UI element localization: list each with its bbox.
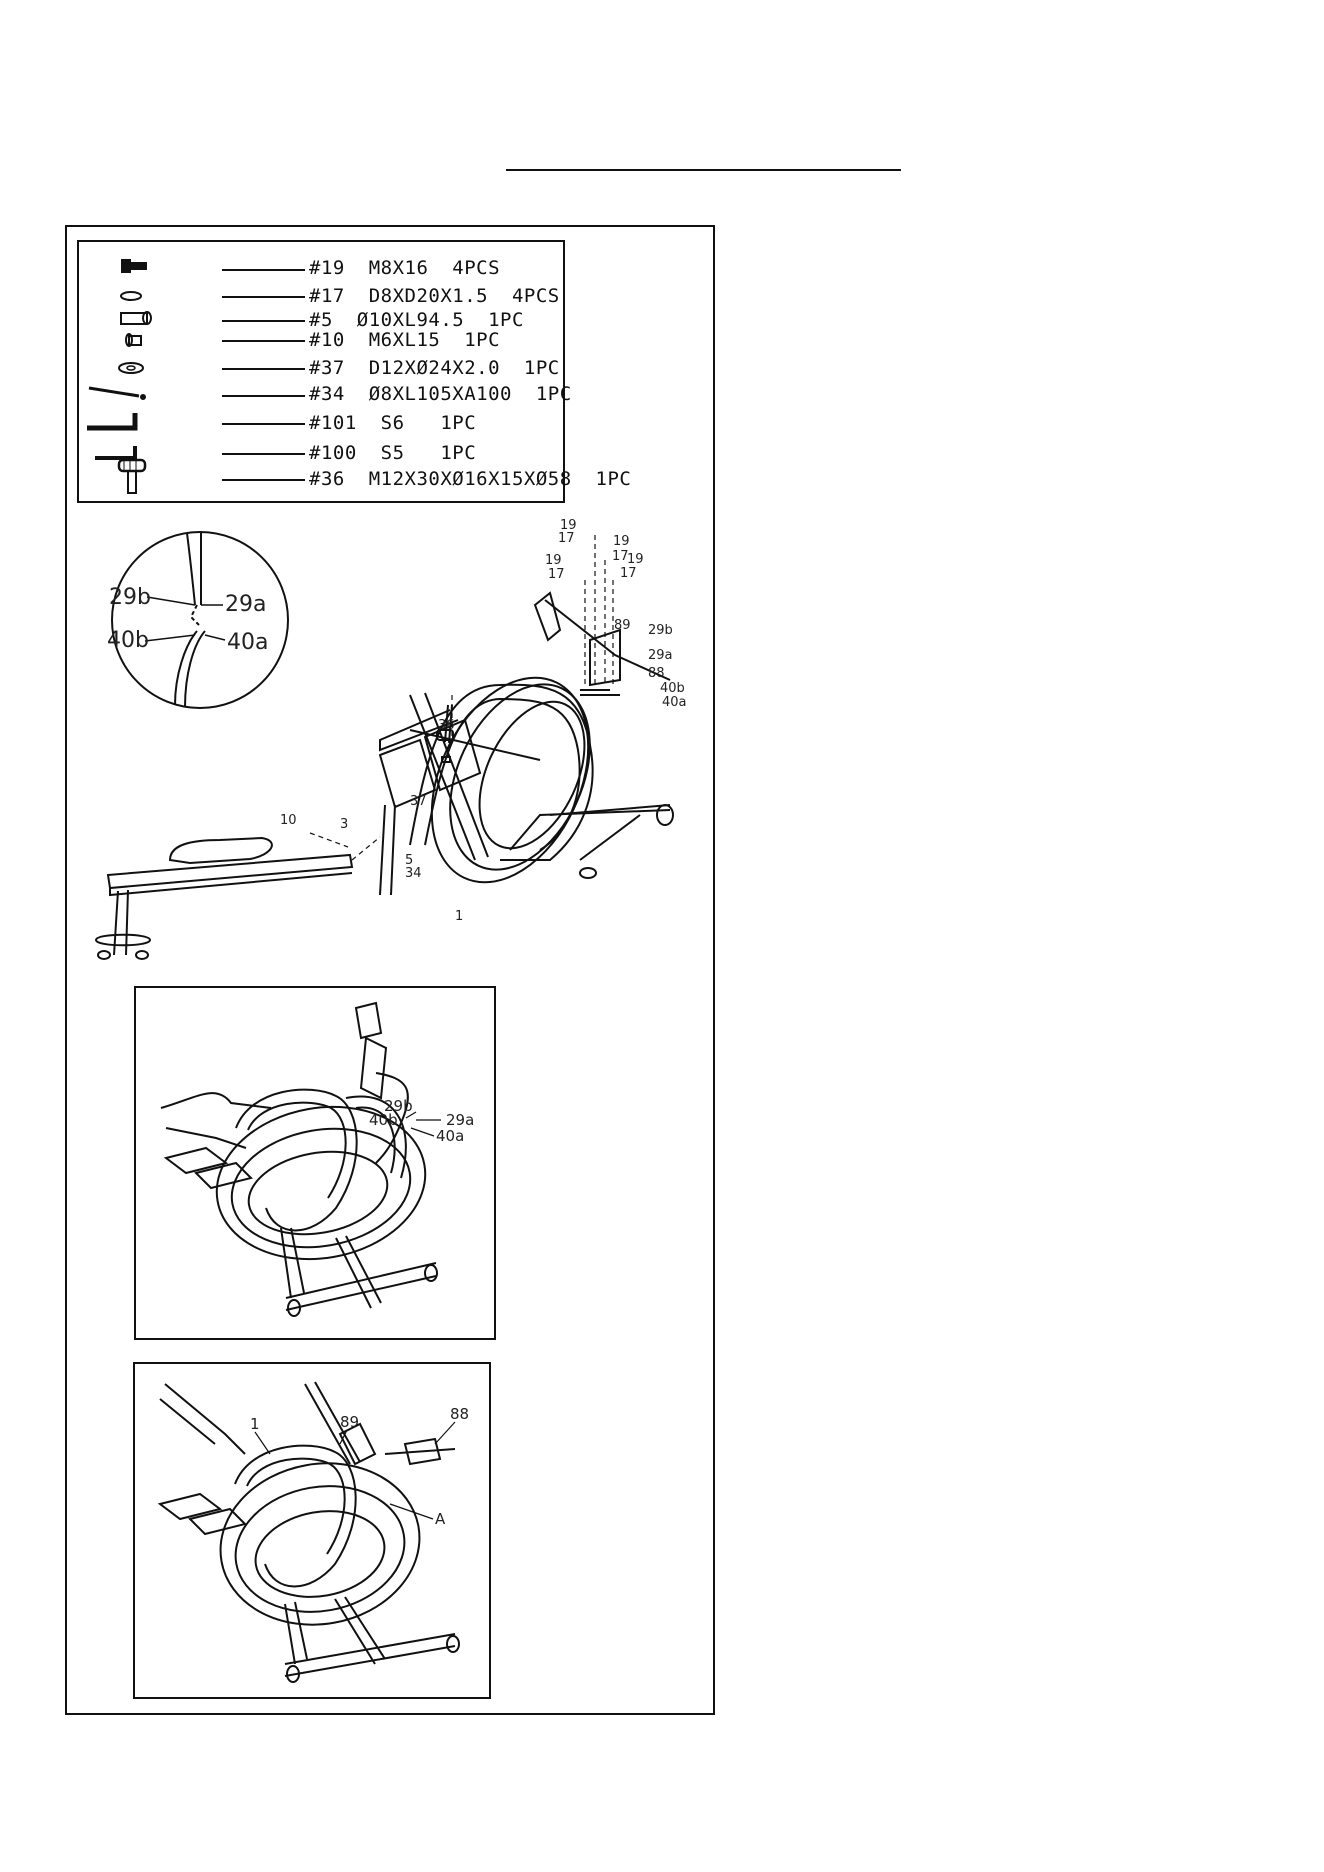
callout-37: 37 bbox=[410, 794, 427, 809]
callout-19: 19 bbox=[627, 552, 644, 567]
callout-40a: 40a bbox=[662, 695, 687, 710]
callout-3: 3 bbox=[340, 817, 348, 832]
callout-29b: 29b bbox=[648, 623, 673, 638]
title-underline bbox=[506, 169, 901, 171]
callout-17: 17 bbox=[620, 566, 637, 581]
callout-19: 19 bbox=[545, 553, 562, 568]
part-label: #101 S6 1PC bbox=[309, 411, 476, 435]
callout-34: 34 bbox=[405, 866, 422, 881]
callout-89: 89 bbox=[340, 1413, 359, 1431]
callout-40b: 40b bbox=[660, 681, 685, 696]
callout-17: 17 bbox=[558, 531, 575, 546]
pin-icon bbox=[85, 378, 165, 408]
rower-exploded-view: 19 17 19 17 19 19 17 17 89 29b 29a 88 40… bbox=[80, 515, 700, 970]
knob-icon bbox=[85, 458, 165, 494]
callout-19: 19 bbox=[613, 534, 630, 549]
monitor-mount-illustration: 1 89 88 A bbox=[133, 1362, 491, 1699]
callout-17: 17 bbox=[548, 567, 565, 582]
part-label: #34 Ø8XL105XA100 1PC bbox=[309, 382, 572, 406]
hex-key-large-icon bbox=[85, 407, 165, 437]
part-label: #19 M8X16 4PCS bbox=[309, 256, 500, 280]
part-label: #37 D12XØ24X2.0 1PC bbox=[309, 356, 560, 380]
callout-89: 89 bbox=[614, 618, 631, 633]
part-row-34: #34 Ø8XL105XA100 1PC bbox=[79, 378, 563, 408]
rower-frame-drawing-2: 1 89 88 A bbox=[135, 1364, 489, 1697]
part-row-36: #36 M12X30XØ16X15XØ58 1PC bbox=[79, 464, 563, 494]
part-label: #100 S5 1PC bbox=[309, 441, 476, 465]
part-label: #36 M12X30XØ16X15XØ58 1PC bbox=[309, 467, 631, 491]
callout-1: 1 bbox=[455, 909, 463, 924]
callout-36: 36 bbox=[438, 718, 455, 733]
bolt-icon bbox=[85, 252, 165, 282]
part-label: #10 M6XL15 1PC bbox=[309, 328, 500, 352]
callout-88: 88 bbox=[450, 1405, 469, 1423]
part-row-19: #19 M8X16 4PCS bbox=[79, 252, 563, 282]
rower-frame-drawing: 29b 40b 29a 40a bbox=[136, 988, 494, 1338]
callout-10: 10 bbox=[280, 813, 297, 828]
callout-1: 1 bbox=[250, 1415, 260, 1433]
callout-88: 88 bbox=[648, 666, 665, 681]
callout-A: A bbox=[435, 1510, 446, 1528]
callout-40b: 40b bbox=[369, 1111, 398, 1129]
cable-routing-illustration: 29b 40b 29a 40a bbox=[134, 986, 496, 1340]
hardware-parts-list: #19 M8X16 4PCS #17 D8XD20X1.5 4PCS #5 Ø1… bbox=[77, 240, 565, 503]
part-row-101: #101 S6 1PC bbox=[79, 407, 563, 437]
callout-40a: 40a bbox=[436, 1127, 464, 1145]
callout-29a: 29a bbox=[648, 648, 673, 663]
